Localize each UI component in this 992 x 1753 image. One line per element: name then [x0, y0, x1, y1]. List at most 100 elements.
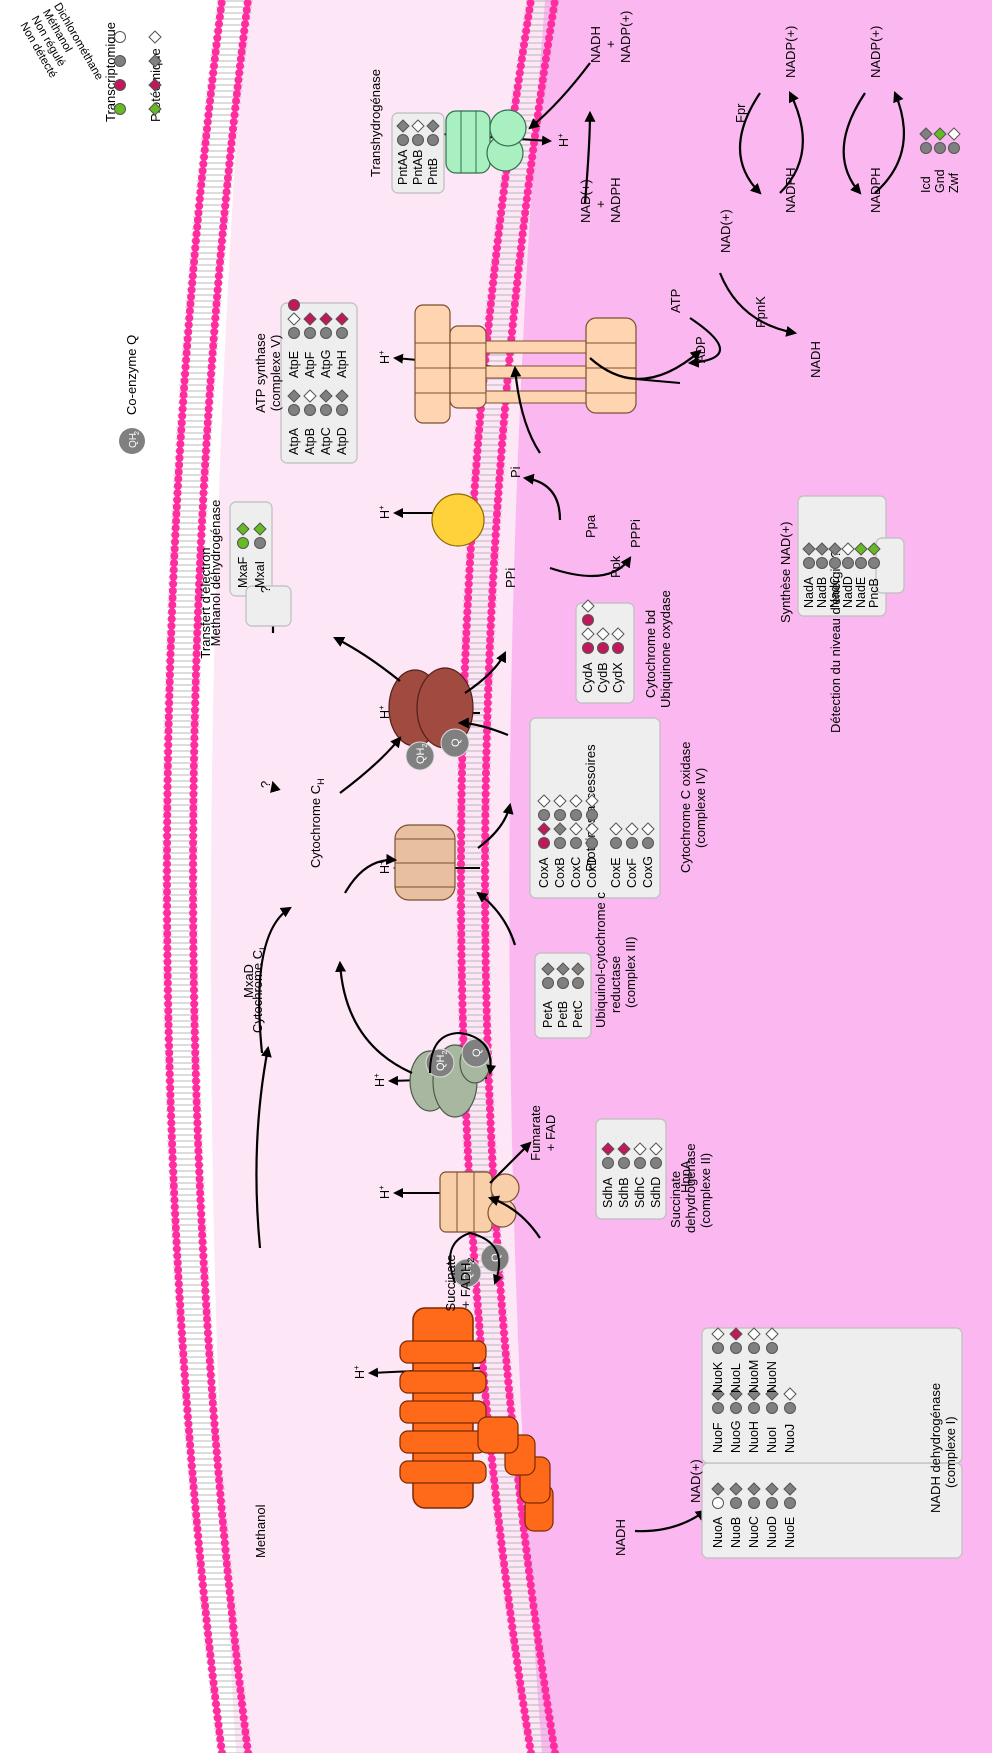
complex-i-title2: (complexe I) [943, 1416, 958, 1488]
pet-transcript-symbol [543, 978, 554, 989]
mxa-transcript-symbol [255, 538, 266, 549]
complex-iii-title2: reductase [608, 956, 623, 1013]
atp-synthase-title1: ATP synthase [253, 333, 268, 413]
cox-gene-name: CoxA [537, 857, 551, 888]
nuo-gene-name: NuoE [783, 1517, 797, 1548]
legend-circle-dcm [115, 104, 126, 115]
cyd-transcript-symbol [598, 643, 609, 654]
cytochrome-bd-title1: Cytochrome bd [643, 610, 658, 698]
nuo-transcript-symbol [785, 1403, 796, 1414]
quinone-label: Q [471, 1048, 483, 1057]
atp-gene-name: AtpB [303, 428, 317, 455]
sdh-gene-name: SdhC [633, 1177, 647, 1208]
nuo-gene-name: NuoJ [783, 1424, 797, 1453]
nuo-gene-name: NuoF [711, 1422, 725, 1453]
nuo-gene-name: NuoB [729, 1517, 743, 1548]
atp-transcript-symbol [305, 328, 316, 339]
nuo-transcript-symbol [749, 1343, 760, 1354]
legend-circle-nonregule [115, 56, 126, 67]
nuo-transcript-symbol [749, 1498, 760, 1509]
icd-transcript-symbol [949, 143, 960, 154]
cox-gene-name: CoxD [585, 857, 599, 888]
cox-acc-gene-name: CoxF [625, 858, 639, 888]
pet-transcript-symbol [573, 978, 584, 989]
electron-transfer-title: Transfert d'électron [198, 547, 213, 658]
pnt-transcript-symbol [413, 135, 424, 146]
nuo-transcript-symbol [713, 1403, 724, 1414]
nad-complex-i-label: NAD(+) [688, 1459, 703, 1503]
icd-gene-name: Zwf [947, 172, 961, 193]
complex-iv-title1: Cytochrome C oxidase [678, 742, 693, 874]
nad-transcript-symbol [856, 558, 867, 569]
atp-gene-name: AtpH [335, 350, 349, 378]
icd-gene-name: Gnd [933, 169, 947, 193]
nuo-gene-name: NuoG [729, 1420, 743, 1453]
th-nadp-label: NADP(+) [618, 11, 633, 63]
nuo-gene-name: NuoM [747, 1360, 761, 1393]
quinone-label: QH2 [435, 1051, 449, 1072]
cyd-gene-name: CydA [581, 662, 595, 693]
cox-transcript-symbol [571, 810, 582, 821]
pnt-gene-name: PntAB [411, 150, 425, 185]
sdh-transcript-symbol [651, 1158, 662, 1169]
nad-gene-name: PncB [867, 578, 881, 608]
atp-transcript-symbol [337, 328, 348, 339]
complex-iii-title1: Ubiquinol-cytochrome c [593, 892, 608, 1028]
cox-gene-name: CoxB [553, 857, 567, 888]
adp-label: ADP [693, 336, 708, 363]
cox-transcript-symbol [571, 838, 582, 849]
cox-acc-transcript-symbol [627, 838, 638, 849]
icd-transcript-symbol [935, 143, 946, 154]
cyd-transcript-symbol [613, 643, 624, 654]
nuo-transcript-symbol [731, 1403, 742, 1414]
cyd-transcript-symbol [583, 643, 594, 654]
complex-iii-title3: (complex III) [623, 936, 638, 1008]
complex-i-title1: NADH dehydrogénase [928, 1383, 943, 1513]
cox-transcript-symbol [555, 810, 566, 821]
cox-transcript-symbol [587, 838, 598, 849]
complex-ii-protein [440, 1172, 519, 1232]
ppk-label: Ppk [608, 555, 623, 578]
nuo-transcript-symbol [713, 1343, 724, 1354]
legend-circle-nondetecte [115, 32, 126, 43]
nad-transcript-symbol [869, 558, 880, 569]
fpr-label: Fpr [733, 103, 748, 123]
transhydrogenase-protein [446, 110, 526, 173]
atp-transcript-symbol [289, 300, 300, 311]
complex-iv-title2: (complexe IV) [693, 768, 708, 848]
nad-gene-name: NadE [854, 577, 868, 608]
nuo-transcript-symbol [731, 1498, 742, 1509]
quinone-label: Q [450, 738, 462, 747]
sdh-transcript-symbol [619, 1158, 630, 1169]
cox-transcript-symbol [539, 838, 550, 849]
cox-acc-gene-name: CoxE [609, 857, 623, 888]
sdh-gene-name: SdhA [601, 1177, 615, 1208]
nuo-transcript-symbol [749, 1403, 760, 1414]
pet-transcript-symbol [558, 978, 569, 989]
atp-transcript-symbol [289, 405, 300, 416]
atp-synthase-title2: (complexe V) [268, 335, 283, 412]
ppase-hppa-protein [432, 494, 484, 546]
mxa-gene-name: MxaI [253, 561, 267, 588]
nuo-gene-name: NuoL [729, 1363, 743, 1393]
unknown-donor-label: ? [258, 781, 273, 788]
cox-acc-gene-name: CoxG [641, 856, 655, 888]
pppi-label: PPPi [628, 519, 643, 548]
legend-coenzyme-q-symbol: QH [128, 433, 139, 448]
sdh-gene-name: SdhB [617, 1177, 631, 1208]
icd-gene-name: Icd [919, 176, 933, 193]
nuo-gene-name: NuoH [747, 1421, 761, 1453]
fad-label: + FAD [543, 1115, 558, 1152]
sdh-gene-name: SdhD [649, 1177, 663, 1208]
cox-transcript-symbol [555, 838, 566, 849]
legend-circle-methanol [115, 80, 126, 91]
th-nad-label: NAD(+) [578, 179, 593, 223]
icd-transcript-symbol [921, 143, 932, 154]
atp-gene-name: AtpF [303, 351, 317, 378]
th-plus2-label: + [603, 40, 618, 48]
pnt-gene-name: PntB [426, 158, 440, 185]
nuo-gene-name: NuoD [765, 1516, 779, 1548]
nad-gene-name: NadB [815, 577, 829, 608]
